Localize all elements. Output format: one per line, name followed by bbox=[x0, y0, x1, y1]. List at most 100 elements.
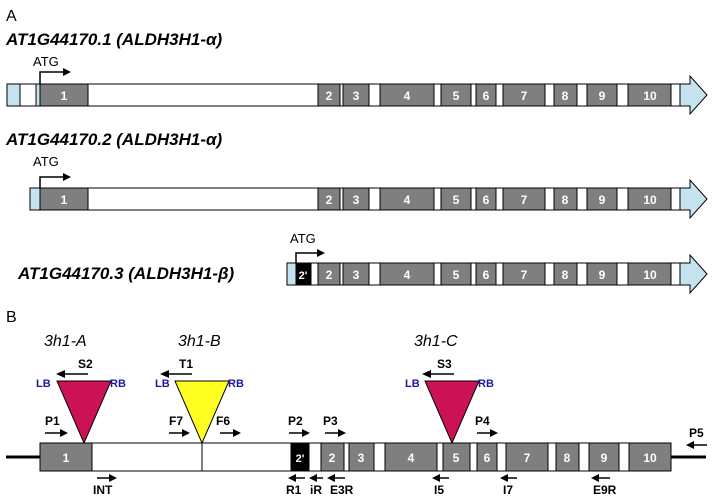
exon-label: 1 bbox=[61, 89, 68, 103]
utr-5prime-small bbox=[35, 83, 41, 107]
insertion-3h1-b: 3h1-B T1 LB RB bbox=[155, 333, 244, 445]
insertion-name: 3h1-C bbox=[414, 333, 458, 350]
exon-label: 6 bbox=[483, 268, 490, 282]
transcript-1-atg: ATG bbox=[33, 54, 59, 69]
exon-label: 10 bbox=[643, 89, 657, 103]
exon-label: 9 bbox=[601, 451, 608, 465]
exon-label: 6 bbox=[483, 89, 490, 103]
start-arrow bbox=[39, 71, 66, 84]
start-arrow bbox=[295, 252, 320, 263]
exon-label: 7 bbox=[521, 89, 528, 103]
primer-label: iR bbox=[310, 483, 322, 497]
exon-label: 7 bbox=[521, 268, 528, 282]
exon-label: 1 bbox=[61, 193, 68, 207]
insertion-3h1-c: 3h1-C S3 LB RB bbox=[405, 333, 494, 445]
transcript-2: AT1G44170.2 (ALDH3H1-α) ATG 1 2 3 4 5 6 … bbox=[5, 130, 708, 220]
exon-label: 8 bbox=[562, 268, 569, 282]
insertion-primer-label: S3 bbox=[437, 357, 452, 371]
exon-label: 4 bbox=[404, 193, 411, 207]
exon-label: 10 bbox=[643, 268, 657, 282]
gene-model: 1 2' 2 3 4 5 6 7 8 9 10 bbox=[6, 442, 706, 472]
left-border-label: LB bbox=[155, 378, 170, 390]
exon-label: 5 bbox=[453, 193, 460, 207]
transcript-1-title: AT1G44170.1 (ALDH3H1-α) bbox=[5, 30, 223, 49]
utr-3prime-arrow bbox=[679, 178, 708, 220]
start-arrowhead bbox=[63, 173, 71, 181]
primer-label: P5 bbox=[689, 426, 704, 440]
exon-label: 7 bbox=[521, 193, 528, 207]
insertion-name: 3h1-A bbox=[44, 333, 87, 350]
exon-label: 8 bbox=[562, 193, 569, 207]
exon-label: 9 bbox=[599, 89, 606, 103]
exon-label: 5 bbox=[453, 451, 460, 465]
exon-label: 2 bbox=[326, 193, 333, 207]
exon-label: 6 bbox=[484, 451, 491, 465]
primer-label: P2 bbox=[288, 414, 303, 428]
panel-b-label: B bbox=[6, 309, 17, 326]
primer-label: P3 bbox=[323, 414, 338, 428]
forward-primers: P1 F7 F6 P2 P3 P4 P5 bbox=[45, 414, 707, 449]
start-arrowhead bbox=[317, 249, 325, 257]
primer-label: R1 bbox=[286, 483, 302, 497]
panel-a-label: A bbox=[6, 8, 17, 25]
exon-label: 4 bbox=[404, 89, 411, 103]
primer-label: P1 bbox=[45, 414, 60, 428]
start-arrowhead bbox=[63, 68, 71, 76]
t-dna-triangle bbox=[424, 380, 480, 445]
exon-label: 5 bbox=[453, 89, 460, 103]
insertion-primer-label: S2 bbox=[78, 357, 93, 371]
exon-label-alt: 2' bbox=[299, 270, 308, 282]
t-dna-triangle bbox=[174, 380, 230, 445]
exon-label: 3 bbox=[353, 89, 360, 103]
exon-label: 5 bbox=[453, 268, 460, 282]
transcript-2-title: AT1G44170.2 (ALDH3H1-α) bbox=[5, 130, 223, 149]
exon-label: 9 bbox=[599, 268, 606, 282]
left-border-label: LB bbox=[405, 378, 420, 390]
utr-5prime bbox=[6, 83, 21, 107]
exon-label: 8 bbox=[564, 451, 571, 465]
exon-label: 2 bbox=[326, 89, 333, 103]
left-border-label: LB bbox=[36, 378, 51, 390]
exon-label: 3 bbox=[353, 193, 360, 207]
primer-label: INT bbox=[93, 483, 113, 497]
exon-label: 9 bbox=[599, 193, 606, 207]
transcript-3-title: AT1G44170.3 (ALDH3H1-β) bbox=[17, 264, 235, 283]
utr-5prime bbox=[286, 262, 297, 286]
exon-label: 3 bbox=[358, 451, 365, 465]
primer-label: F7 bbox=[169, 414, 183, 428]
exon-label-alt: 2' bbox=[296, 453, 305, 465]
exon-label: 10 bbox=[643, 451, 657, 465]
primer-label: E3R bbox=[330, 483, 354, 497]
t-dna-triangle bbox=[56, 380, 112, 445]
insertion-3h1-a: 3h1-A S2 LB RB bbox=[36, 333, 126, 445]
right-border-label: RB bbox=[228, 378, 244, 390]
insertion-primer-label: T1 bbox=[179, 357, 193, 371]
exon-label: 4 bbox=[408, 451, 415, 465]
transcript-3: ATG AT1G44170.3 (ALDH3H1-β) 2' 2 3 4 5 6… bbox=[17, 231, 708, 295]
exon-label: 6 bbox=[483, 193, 490, 207]
exon-label: 8 bbox=[562, 89, 569, 103]
primer-label: I5 bbox=[434, 483, 444, 497]
exon-label: 4 bbox=[404, 268, 411, 282]
exon-label: 3 bbox=[353, 268, 360, 282]
transcript-3-atg: ATG bbox=[290, 231, 316, 246]
primer-label: P4 bbox=[475, 414, 490, 428]
right-border-label: RB bbox=[478, 378, 494, 390]
exon-label: 7 bbox=[524, 451, 531, 465]
right-border-label: RB bbox=[110, 378, 126, 390]
exon-label: 2 bbox=[326, 268, 333, 282]
transcript-2-atg: ATG bbox=[33, 154, 59, 169]
insertion-name: 3h1-B bbox=[178, 333, 221, 350]
utr-3prime-arrow bbox=[679, 74, 708, 116]
primer-label: F6 bbox=[216, 414, 230, 428]
exon-label: 1 bbox=[63, 451, 70, 465]
utr-3prime-arrow bbox=[679, 253, 708, 295]
transcript-1: AT1G44170.1 (ALDH3H1-α) ATG 1 2 3 4 5 6 … bbox=[5, 30, 708, 116]
exon-label: 2 bbox=[329, 451, 336, 465]
exon-label: 10 bbox=[643, 193, 657, 207]
primer-label: I7 bbox=[503, 483, 513, 497]
start-arrow bbox=[39, 176, 66, 188]
reverse-primers: INT R1 iR E3R I5 I7 E9R bbox=[93, 474, 617, 497]
primer-label: E9R bbox=[593, 483, 617, 497]
